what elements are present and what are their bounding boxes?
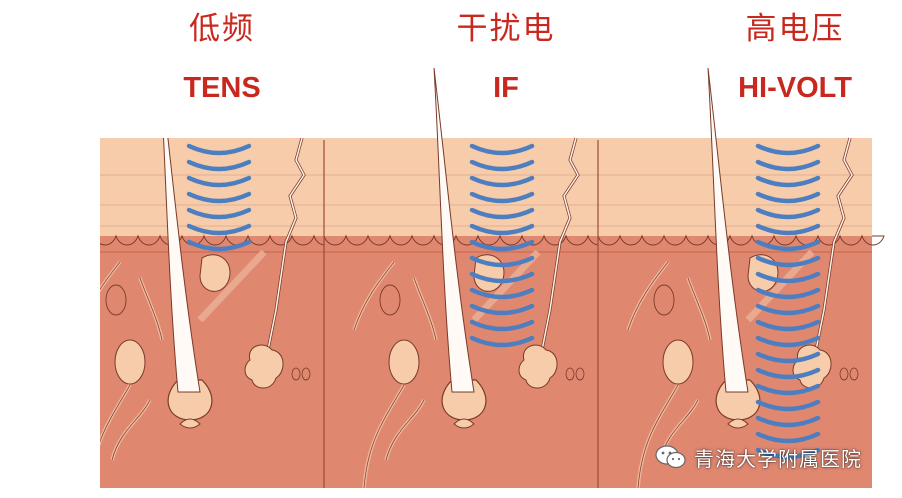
junction-line: [597, 234, 885, 246]
corpuscle: [301, 367, 311, 381]
wave-arc: [469, 159, 535, 172]
title-cn: 高电压: [745, 11, 845, 47]
title-en: TENS: [183, 72, 261, 104]
wave-arc: [755, 271, 821, 284]
fat-lobule: [388, 339, 420, 385]
wave-arc: [469, 239, 535, 252]
corpuscle: [575, 367, 585, 381]
wave-arc: [755, 143, 821, 156]
epidermis-layer: [100, 138, 324, 236]
wave-arc: [469, 255, 535, 268]
wave-group-2: [469, 143, 535, 348]
corpuscle: [839, 367, 849, 381]
wave-arc: [755, 287, 821, 300]
wave-arc: [469, 287, 535, 300]
title-en: IF: [493, 72, 519, 104]
wave-arc: [755, 175, 821, 188]
epidermis-layer: [324, 138, 598, 236]
corpuscle: [849, 367, 859, 381]
wave-arc: [186, 191, 252, 204]
title-cn: 低频: [189, 11, 255, 47]
fat-lobule: [114, 339, 146, 385]
wave-arc: [755, 255, 821, 268]
wave-arc: [469, 303, 535, 316]
wave-arc: [755, 335, 821, 348]
dermal-papilla: [179, 418, 201, 429]
wave-arc: [186, 159, 252, 172]
vessel-loop: [379, 284, 401, 316]
title-en: HI-VOLT: [738, 72, 852, 104]
skin-cross-section: [100, 138, 337, 488]
title-cn: 干扰电: [456, 11, 556, 47]
wave-arc: [755, 399, 821, 412]
wave-arc: [469, 335, 535, 348]
wave-group-3: [755, 143, 821, 460]
wave-arc: [186, 207, 252, 220]
wave-arc: [755, 447, 821, 460]
sebaceous-gland: [199, 254, 231, 292]
wave-arc: [755, 159, 821, 172]
junction-line: [323, 234, 611, 246]
hair-shaft: [707, 67, 749, 393]
wave-arc: [186, 223, 252, 236]
wave-arc: [755, 415, 821, 428]
panel-if: [323, 67, 611, 489]
epidermis-layer: [598, 138, 872, 236]
wave-arc: [186, 239, 252, 252]
wave-arc: [755, 239, 821, 252]
skin-cross-section: [597, 67, 885, 489]
wave-arc: [755, 303, 821, 316]
wave-arc: [469, 207, 535, 220]
wave-arc: [469, 271, 535, 284]
arrector-pili: [197, 249, 267, 323]
vessel-loop: [105, 284, 127, 316]
wave-group-1: [186, 143, 252, 252]
watermark: 青海大学附属医院: [654, 440, 862, 474]
wave-arc: [755, 207, 821, 220]
wave-arc: [469, 175, 535, 188]
wave-arc: [755, 351, 821, 364]
wave-arc: [469, 319, 535, 332]
vessel-loop: [653, 284, 675, 316]
wave-arc: [755, 367, 821, 380]
panel-tens: [100, 138, 337, 488]
dermal-papilla: [727, 418, 749, 429]
hair-shaft: [433, 67, 475, 393]
wave-arc: [469, 191, 535, 204]
sweat-gland: [244, 344, 284, 389]
wave-arc: [469, 223, 535, 236]
wave-arc: [469, 143, 535, 156]
watermark-text: 青海大学附属医院: [694, 446, 862, 471]
wave-arc: [186, 143, 252, 156]
hair-shaft: [163, 138, 201, 393]
skin-cross-section: [323, 67, 611, 489]
panel-hi-volt: [597, 67, 885, 489]
wechat-icon: [655, 445, 686, 469]
current-waves: [186, 143, 821, 460]
corpuscle: [291, 367, 301, 381]
panel-dividers: [323, 140, 599, 488]
wave-arc: [755, 319, 821, 332]
dermal-papilla: [453, 418, 475, 429]
wave-arc: [755, 383, 821, 396]
wave-arc: [755, 431, 821, 444]
wave-arc: [755, 223, 821, 236]
sweat-gland: [518, 344, 558, 389]
corpuscle: [565, 367, 575, 381]
wave-arc: [755, 191, 821, 204]
fat-lobule: [662, 339, 694, 385]
wave-arc: [186, 175, 252, 188]
